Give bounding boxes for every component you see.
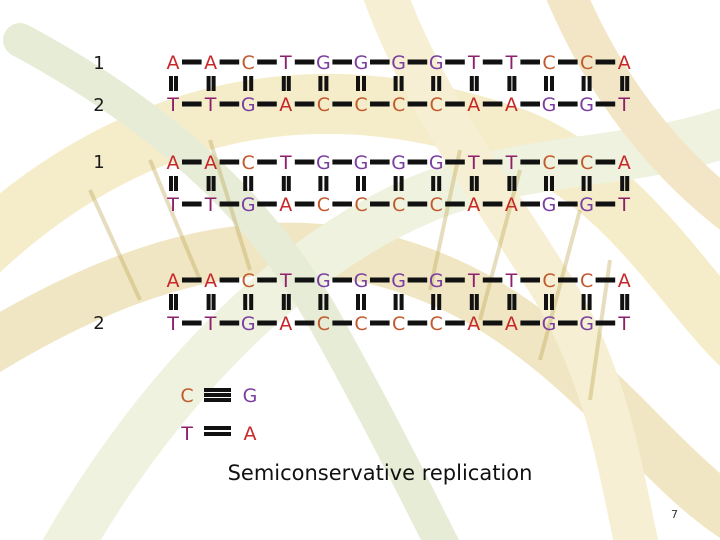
- nucleotide-base: G: [316, 152, 331, 174]
- nucleotide-base: G: [354, 52, 369, 74]
- nucleotide-base: A: [505, 313, 518, 335]
- nucleotide-base: T: [166, 94, 179, 116]
- nucleotide-base: C: [430, 94, 443, 116]
- nucleotide-base: C: [580, 52, 593, 74]
- nucleotide-base: C: [392, 94, 405, 116]
- nucleotide-base: T: [617, 313, 630, 335]
- nucleotide-base: G: [241, 94, 256, 116]
- nucleotide-base: G: [391, 152, 406, 174]
- nucleotide-base: A: [467, 194, 480, 216]
- nucleotide-base: T: [279, 270, 292, 292]
- nucleotide-base: C: [542, 270, 555, 292]
- nucleotide-base: T: [204, 194, 217, 216]
- nucleotide-base: G: [316, 52, 331, 74]
- nucleotide-base: A: [279, 94, 292, 116]
- nucleotide-base: C: [317, 194, 330, 216]
- nucleotide-base: C: [354, 94, 367, 116]
- nucleotide-base: C: [392, 313, 405, 335]
- diagram-caption: Semiconservative replication: [227, 461, 533, 485]
- nucleotide-base: T: [279, 152, 292, 174]
- nucleotide-base: C: [542, 152, 555, 174]
- strand-number-label: 2: [93, 95, 104, 116]
- nucleotide-base: T: [204, 313, 217, 335]
- nucleotide-base: A: [279, 313, 292, 335]
- nucleotide-base: G: [429, 152, 444, 174]
- nucleotide-base: A: [167, 52, 180, 74]
- nucleotide-base: A: [505, 94, 518, 116]
- pairing-legend-base: C: [180, 385, 193, 407]
- nucleotide-base: G: [241, 194, 256, 216]
- nucleotide-base: G: [542, 194, 557, 216]
- nucleotide-base: C: [580, 270, 593, 292]
- pairing-legend-base: T: [180, 423, 193, 445]
- nucleotide-base: C: [317, 313, 330, 335]
- nucleotide-base: T: [617, 94, 630, 116]
- nucleotide-base: A: [467, 94, 480, 116]
- nucleotide-base: T: [505, 152, 518, 174]
- pairing-legend-base: G: [243, 385, 258, 407]
- nucleotide-base: A: [618, 270, 631, 292]
- nucleotide-base: G: [316, 270, 331, 292]
- nucleotide-base: G: [241, 313, 256, 335]
- nucleotide-base: C: [392, 194, 405, 216]
- nucleotide-base: A: [204, 52, 217, 74]
- nucleotide-base: C: [542, 52, 555, 74]
- nucleotide-base: T: [166, 313, 179, 335]
- nucleotide-base: C: [354, 194, 367, 216]
- nucleotide-base: G: [354, 270, 369, 292]
- nucleotide-base: C: [430, 313, 443, 335]
- nucleotide-base: G: [579, 94, 594, 116]
- nucleotide-base: T: [617, 194, 630, 216]
- nucleotide-base: A: [167, 152, 180, 174]
- nucleotide-base: T: [204, 94, 217, 116]
- strand-number-label: 1: [93, 53, 104, 74]
- nucleotide-base: A: [618, 52, 631, 74]
- nucleotide-base: T: [279, 52, 292, 74]
- nucleotide-base: A: [279, 194, 292, 216]
- nucleotide-base: C: [242, 270, 255, 292]
- nucleotide-base: A: [467, 313, 480, 335]
- nucleotide-base: G: [579, 313, 594, 335]
- nucleotide-base: T: [505, 270, 518, 292]
- pairing-legend-base: A: [244, 423, 257, 445]
- nucleotide-base: T: [467, 152, 480, 174]
- nucleotide-base: T: [166, 194, 179, 216]
- nucleotide-base: C: [242, 52, 255, 74]
- nucleotide-base: A: [618, 152, 631, 174]
- nucleotide-base: A: [204, 270, 217, 292]
- nucleotide-base: T: [467, 270, 480, 292]
- nucleotide-base: A: [204, 152, 217, 174]
- strand-number-label: 1: [93, 152, 104, 173]
- nucleotide-base: A: [167, 270, 180, 292]
- nucleotide-base: C: [354, 313, 367, 335]
- strand-number-label: 2: [93, 313, 104, 334]
- nucleotide-base: T: [467, 52, 480, 74]
- nucleotide-base: G: [579, 194, 594, 216]
- nucleotide-base: C: [580, 152, 593, 174]
- nucleotide-base: C: [242, 152, 255, 174]
- slide-number: 7: [671, 508, 678, 521]
- nucleotide-base: C: [317, 94, 330, 116]
- nucleotide-base: G: [354, 152, 369, 174]
- nucleotide-base: T: [505, 52, 518, 74]
- nucleotide-base: G: [391, 270, 406, 292]
- nucleotide-base: G: [542, 313, 557, 335]
- nucleotide-base: G: [429, 270, 444, 292]
- nucleotide-base: A: [505, 194, 518, 216]
- nucleotide-base: G: [542, 94, 557, 116]
- nucleotide-base: G: [391, 52, 406, 74]
- nucleotide-base: G: [429, 52, 444, 74]
- nucleotide-base: C: [430, 194, 443, 216]
